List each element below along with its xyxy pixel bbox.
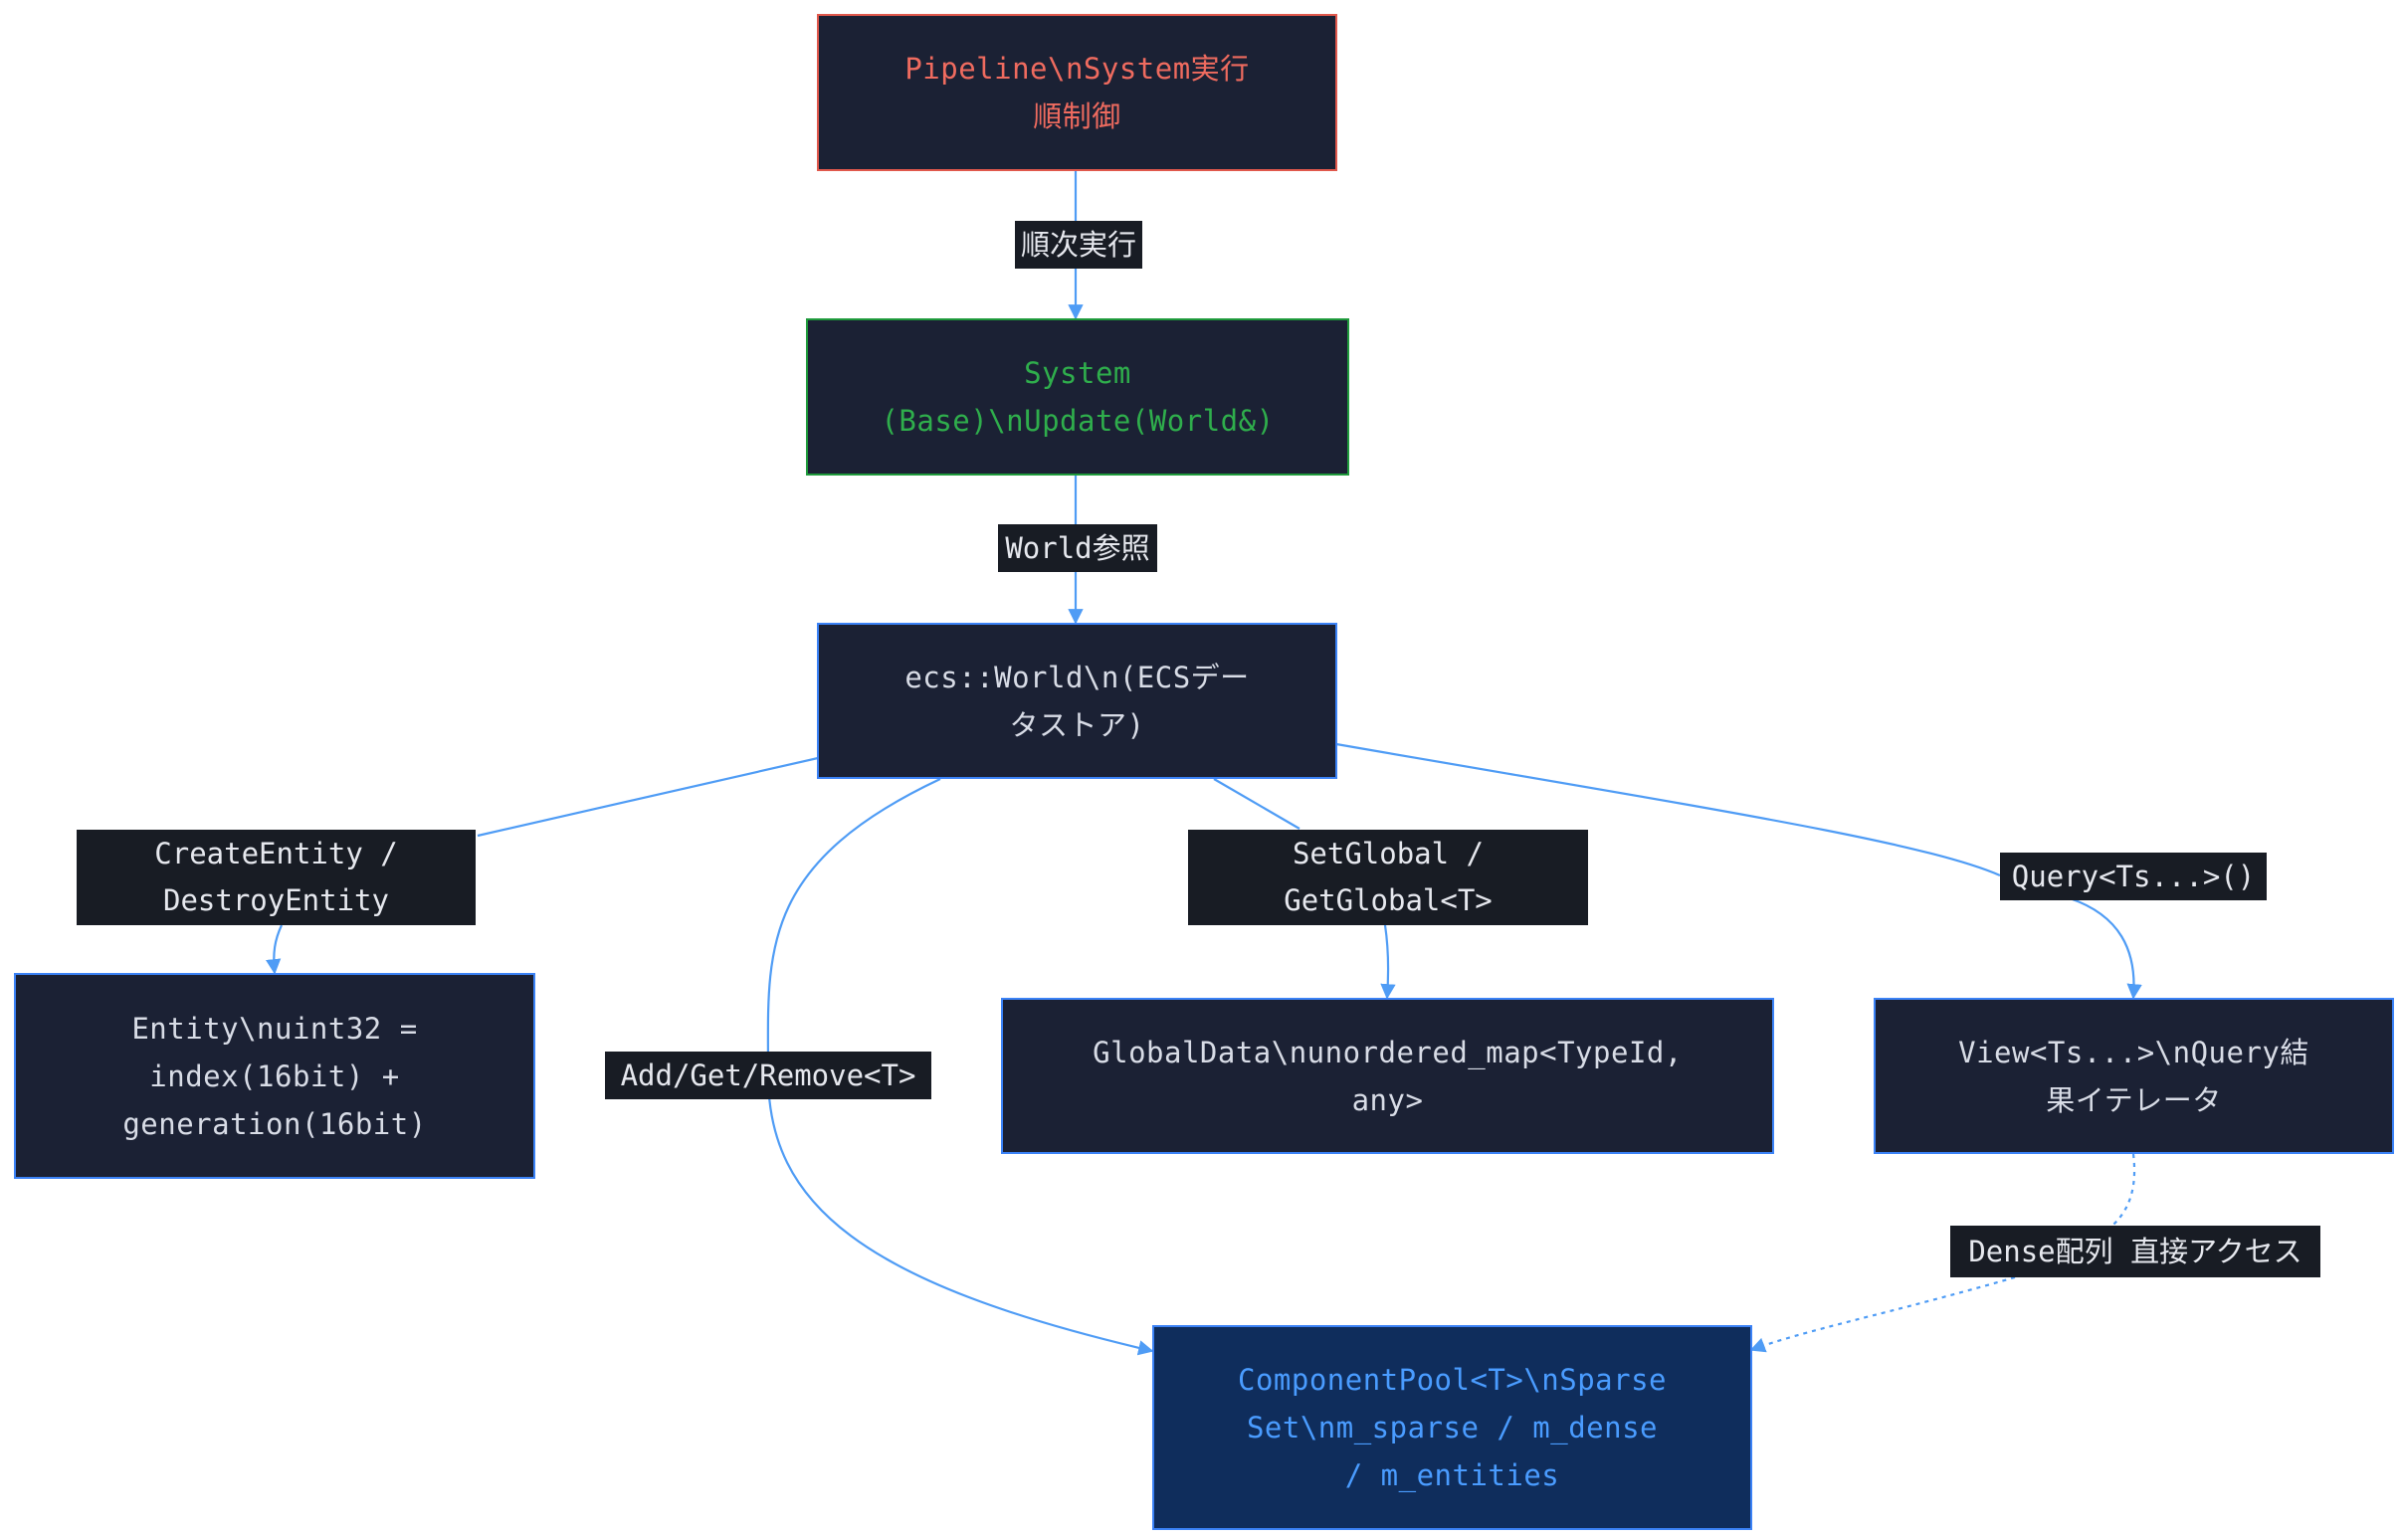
pipeline-node[interactable]: Pipeline\nSystem実行 順制御	[817, 14, 1337, 171]
entity-node[interactable]: Entity\nuint32 = index(16bit) + generati…	[14, 973, 535, 1179]
edge-label-query: Query<Ts...>()	[2000, 853, 2267, 900]
world-node[interactable]: ecs::World\n(ECSデー タストア)	[817, 623, 1337, 779]
globaldata-node[interactable]: GlobalData\nunordered_map<TypeId, any>	[1001, 998, 1774, 1154]
edge-label-create-destroy-entity: CreateEntity / DestroyEntity	[77, 830, 476, 925]
edge-world-global	[1213, 778, 1388, 998]
edge-label-add-get-remove: Add/Get/Remove<T>	[605, 1052, 931, 1099]
edge-world-view	[1335, 742, 2134, 998]
componentpool-node[interactable]: ComponentPool<T>\nSparse Set\nm_sparse /…	[1152, 1325, 1752, 1530]
edge-label-world-ref: World参照	[998, 524, 1157, 572]
edge-label-dense-direct-access: Dense配列 直接アクセス	[1950, 1226, 2320, 1277]
system-node[interactable]: System (Base)\nUpdate(World&)	[806, 318, 1349, 476]
edge-label-sequential-exec: 順次実行	[1015, 221, 1142, 269]
view-node[interactable]: View<Ts...>\nQuery結 果イテレータ	[1874, 998, 2394, 1154]
edge-world-entity	[274, 756, 819, 973]
edge-label-set-get-global: SetGlobal / GetGlobal<T>	[1188, 830, 1588, 925]
